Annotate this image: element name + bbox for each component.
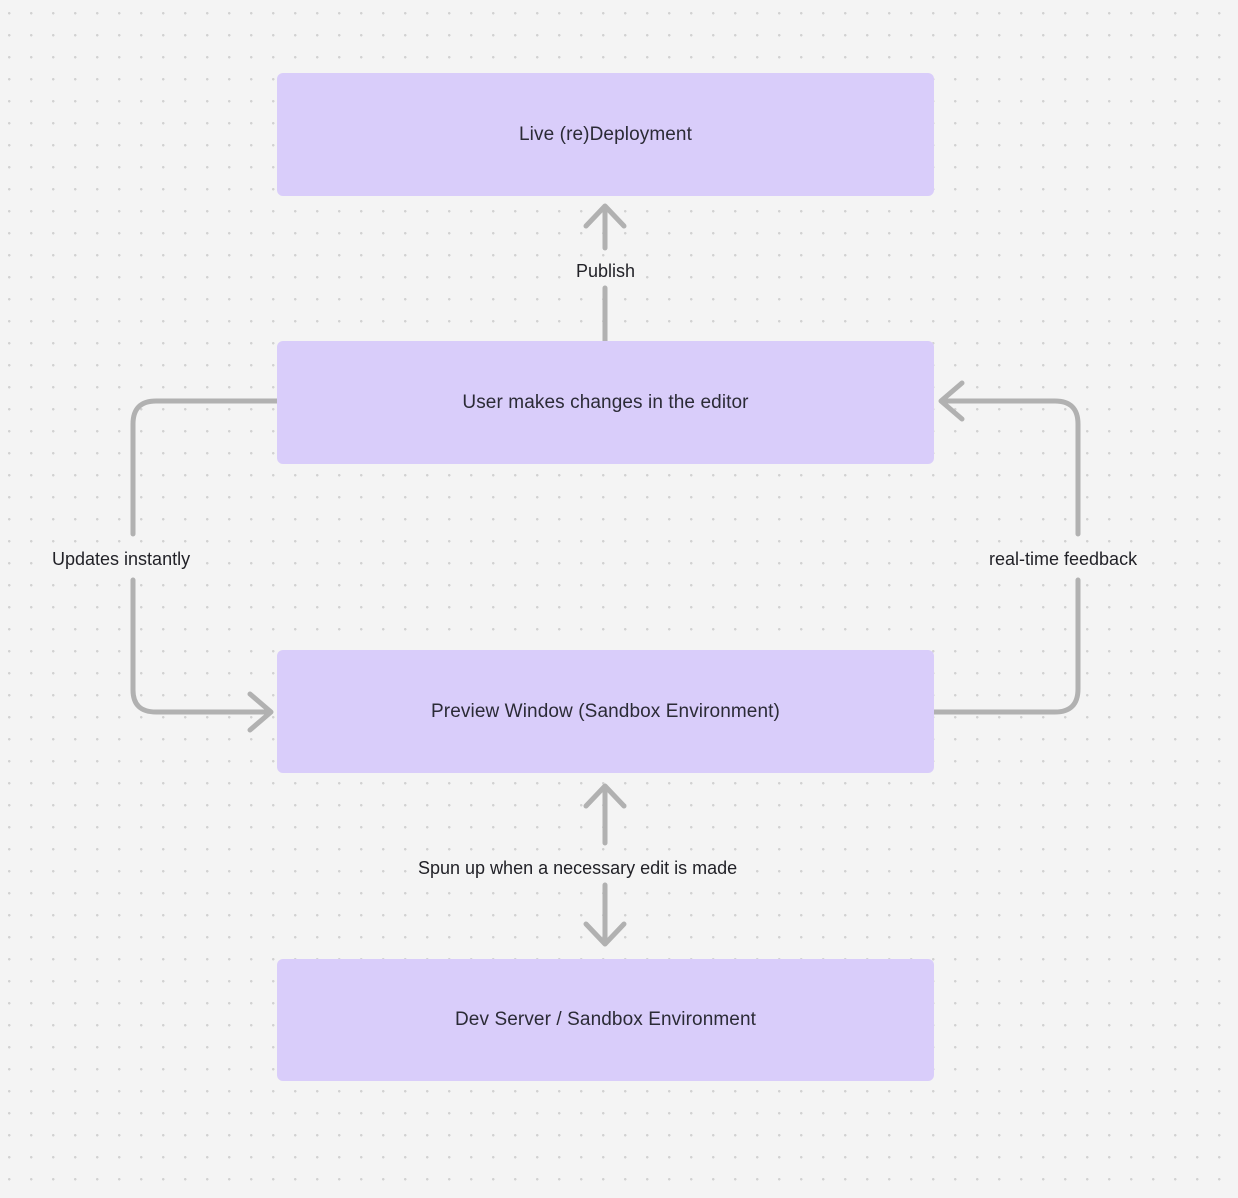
node-preview-window-label: Preview Window (Sandbox Environment) (431, 700, 780, 722)
edge-label-publish: Publish (570, 258, 642, 284)
node-dev-server[interactable]: Dev Server / Sandbox Environment (277, 959, 934, 1081)
node-preview-window[interactable]: Preview Window (Sandbox Environment) (277, 650, 934, 773)
edge-label-updates-instantly: Updates instantly (46, 546, 197, 572)
edge-label-spun-up: Spun up when a necessary edit is made (412, 855, 744, 881)
node-user-makes-changes-label: User makes changes in the editor (462, 391, 749, 413)
edge-label-real-time-feedback: real-time feedback (983, 546, 1144, 572)
node-live-redeployment[interactable]: Live (re)Deployment (277, 73, 934, 196)
node-user-makes-changes[interactable]: User makes changes in the editor (277, 341, 934, 464)
node-live-redeployment-label: Live (re)Deployment (519, 123, 692, 145)
node-dev-server-label: Dev Server / Sandbox Environment (454, 1009, 756, 1030)
